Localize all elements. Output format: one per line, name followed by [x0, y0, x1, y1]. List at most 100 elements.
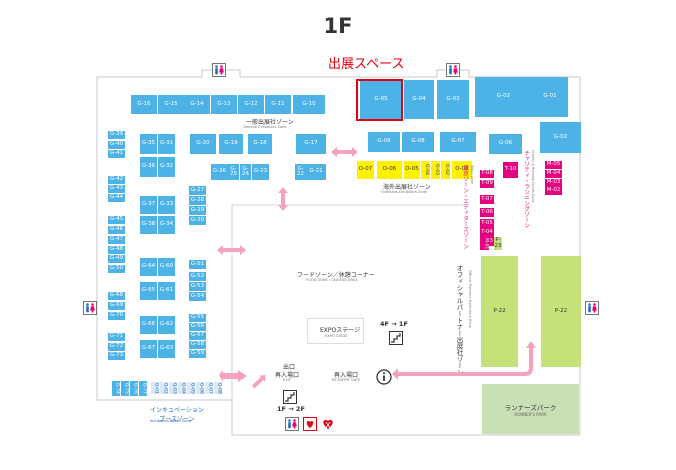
booth-g-76[interactable]: G-76	[130, 381, 138, 396]
booth-g-16[interactable]: G-16	[131, 95, 157, 114]
booth-g-64[interactable]: G-64	[140, 258, 157, 276]
booth-m-03[interactable]: M-03	[545, 179, 562, 187]
booth-g-04[interactable]: G-04	[178, 382, 186, 394]
booth-g-67[interactable]: G-67	[140, 340, 157, 358]
booth-g-14[interactable]: G-14	[184, 95, 210, 114]
booth-g-44[interactable]: G-44	[108, 194, 125, 202]
booth-g-42[interactable]: G-42	[108, 176, 125, 184]
booth-g-12[interactable]: G-12	[238, 95, 264, 114]
booth-g-63[interactable]: G-63	[158, 340, 175, 358]
booth-g-50[interactable]: G-50	[108, 265, 125, 273]
booth-g-23[interactable]: G-23	[252, 164, 269, 180]
booth-g-08[interactable]: G-08	[402, 132, 434, 152]
booth-g-35[interactable]: G-35	[140, 134, 157, 154]
booth-m-02[interactable]: M-02	[545, 187, 562, 195]
booth-g-34[interactable]: G-34	[158, 216, 175, 234]
booth-o-02[interactable]: O-02	[441, 161, 450, 179]
booth-g-20[interactable]: G-20	[190, 134, 216, 154]
booth-g-39[interactable]: G-39	[108, 131, 125, 139]
booth-g-07[interactable]: G-07	[440, 132, 476, 152]
booth-o-04[interactable]: O-04	[421, 161, 430, 179]
booth-g-13[interactable]: G-13	[211, 95, 237, 114]
booth-g-47[interactable]: G-47	[108, 236, 125, 244]
booth-m-01[interactable]: M-01	[481, 237, 489, 250]
booth-g-31[interactable]: G-31	[158, 134, 175, 154]
booth-o-03[interactable]: O-03	[431, 161, 440, 179]
booth-g-07[interactable]: G-07	[205, 382, 213, 394]
booth-g-62[interactable]: G-62	[158, 316, 175, 334]
booth-g-26[interactable]: G-26	[211, 164, 228, 180]
booth-g-51[interactable]: G-51	[189, 260, 206, 269]
booth-g-45[interactable]: G-45	[108, 216, 125, 224]
booth-g-08[interactable]: G-08	[214, 382, 222, 394]
booth-m-04[interactable]: M-04	[545, 170, 562, 178]
booth-g-75[interactable]: G-75	[121, 381, 129, 396]
booth-g-43[interactable]: G-43	[108, 185, 125, 193]
booth-g-37[interactable]: G-37	[140, 196, 157, 214]
booth-g-17[interactable]: G-17	[296, 134, 326, 154]
booth-g-30[interactable]: G-30	[189, 216, 206, 225]
booth-g-73[interactable]: G-73	[108, 352, 125, 360]
booth-g-54[interactable]: G-54	[189, 292, 206, 301]
booth-g-60[interactable]: G-60	[158, 258, 175, 276]
booth-o-06[interactable]: O-06	[377, 161, 402, 179]
booth-g-66[interactable]: G-66	[140, 316, 157, 334]
booth-g-33[interactable]: G-33	[158, 196, 175, 214]
booth-g-15[interactable]: G-15	[158, 95, 184, 114]
booth-g-58[interactable]: G-58	[189, 341, 206, 349]
booth-t-07[interactable]: T-07	[480, 195, 494, 204]
booth-g-57[interactable]: G-57	[189, 332, 206, 340]
booth-g-36[interactable]: G-36	[140, 157, 157, 177]
booth-g-52[interactable]: G-52	[189, 272, 206, 281]
booth-g-53[interactable]: G-53	[189, 282, 206, 291]
booth-p-22[interactable]: P-22	[541, 256, 581, 367]
booth-g-49[interactable]: G-49	[108, 255, 125, 263]
booth-g-74[interactable]: G-74	[112, 381, 120, 396]
booth-g-10[interactable]: G-10	[293, 95, 325, 114]
booth-g-71[interactable]: G-71	[108, 333, 125, 341]
booth-t-05[interactable]: T-05	[480, 219, 494, 228]
booth-g-21[interactable]: G-21	[306, 164, 326, 180]
booth-g-25[interactable]: G-25	[228, 164, 239, 180]
booth-g-09[interactable]: G-09	[368, 132, 400, 152]
booth-g-05[interactable]: G-05	[360, 80, 402, 119]
booth-o-01[interactable]: O-01	[452, 161, 472, 179]
booth-g-32[interactable]: G-32	[158, 157, 175, 177]
booth-g-29[interactable]: G-29	[189, 206, 206, 215]
booth-g-40[interactable]: G-40	[108, 141, 125, 149]
booth-g-77[interactable]: G-77	[139, 381, 147, 396]
booth-g-02[interactable]: G-02	[540, 122, 581, 153]
booth-g-04[interactable]: G-04	[404, 80, 434, 119]
booth-g-68[interactable]: G-68	[108, 292, 125, 300]
booth-g-72[interactable]: G-72	[108, 343, 125, 351]
booth-g-27[interactable]: G-27	[189, 186, 206, 195]
booth-t-10[interactable]: T-10	[503, 162, 518, 178]
booth-g-41[interactable]: G-41	[108, 150, 125, 158]
booth-g-03[interactable]: G-03	[437, 80, 469, 119]
booth-g-01[interactable]: G-01	[532, 77, 568, 117]
booth-p-22[interactable]: P-22	[481, 256, 518, 367]
booth-g-56[interactable]: G-56	[189, 323, 206, 331]
booth-g-28[interactable]: G-28	[189, 196, 206, 205]
booth-g-65[interactable]: G-65	[140, 282, 157, 300]
booth-o-05[interactable]: O-05	[404, 161, 420, 179]
booth-t-08[interactable]: T-08	[480, 170, 494, 178]
booth-g-02[interactable]: G-02	[475, 77, 532, 117]
booth-g-55[interactable]: G-55	[189, 314, 206, 322]
booth-g-70[interactable]: G-70	[108, 312, 125, 320]
booth-g-19[interactable]: G-19	[219, 134, 243, 154]
booth-o-07[interactable]: O-07	[357, 161, 374, 179]
booth-g-48[interactable]: G-48	[108, 246, 125, 254]
booth-g-61[interactable]: G-61	[158, 282, 175, 300]
booth-g-38[interactable]: G-38	[140, 216, 157, 234]
booth-g-59[interactable]: G-59	[189, 350, 206, 358]
booth-g-69[interactable]: G-69	[108, 302, 125, 310]
booth-t-06[interactable]: T-06	[480, 208, 494, 217]
booth-g-05[interactable]: G-05	[187, 382, 195, 394]
booth-m-05[interactable]: M-05	[545, 161, 562, 169]
booth-t-04[interactable]: T-04	[480, 228, 494, 237]
booth-g-01[interactable]: G-01	[151, 382, 159, 394]
booth-g-03[interactable]: G-03	[169, 382, 177, 394]
booth-g-06[interactable]: G-06	[489, 134, 522, 154]
booth-g-22[interactable]: G-22	[295, 164, 306, 180]
